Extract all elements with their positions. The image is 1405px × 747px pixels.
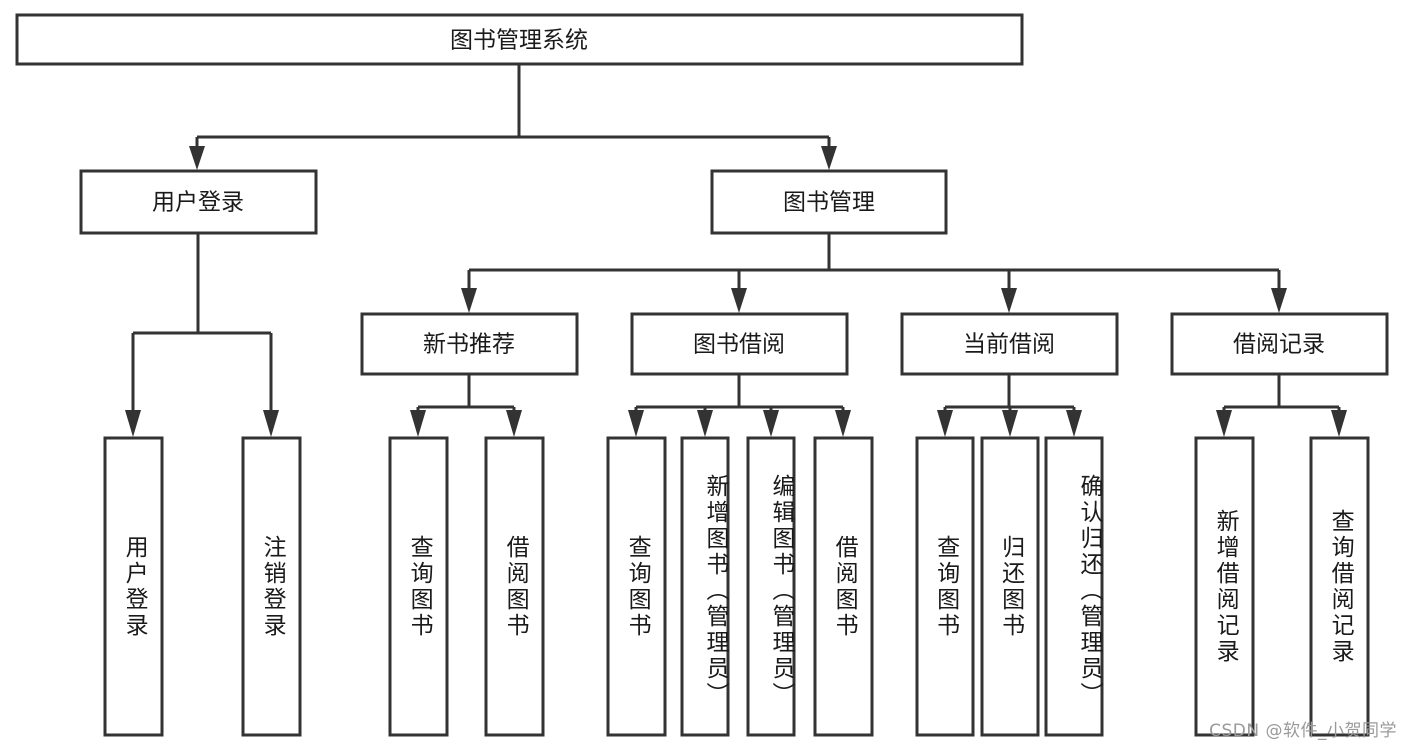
arrow-nbr-1	[506, 410, 522, 437]
arrow-l3-0	[461, 288, 477, 313]
arrow-l3-2	[1001, 288, 1017, 313]
arrow-bb-1	[697, 410, 713, 437]
leaf-box-bb-3[interactable]	[813, 436, 874, 737]
new-book-recommend-box	[360, 312, 579, 376]
current-borrow-label: 当前借阅	[963, 332, 1055, 358]
leaf-box-cb-0[interactable]	[915, 436, 975, 737]
node-new-book-recommend[interactable]: 新书推荐	[360, 312, 579, 376]
leaf-box-cb-1[interactable]	[980, 436, 1040, 737]
root-box	[15, 13, 1024, 66]
user-login-label: 用户登录	[152, 190, 244, 216]
leaf-box-bb-0[interactable]	[606, 436, 667, 737]
node-borrow-record[interactable]: 借阅记录	[1170, 312, 1389, 376]
leaf-box-br-0[interactable]	[1194, 436, 1255, 737]
arrow-l3-1	[731, 288, 747, 313]
arrow-l3-3	[1271, 288, 1287, 313]
leaf-box-bb-2[interactable]	[746, 436, 796, 737]
arrow-cb-1	[1002, 410, 1018, 437]
leaf-box-br-1[interactable]	[1309, 436, 1370, 737]
node-book-borrow[interactable]: 图书借阅	[630, 312, 849, 376]
root-label: 图书管理系统	[450, 28, 588, 54]
new-book-recommend-label: 新书推荐	[423, 332, 515, 358]
node-book-management[interactable]: 图书管理	[710, 169, 948, 235]
arrow-nbr-0	[410, 410, 426, 437]
node-user-login[interactable]: 用户登录	[79, 169, 318, 235]
leaf-box-cb-2[interactable]	[1044, 436, 1104, 737]
arrow-ul-1	[263, 410, 279, 437]
borrow-record-box	[1170, 312, 1389, 376]
arrow-ul-0	[125, 410, 141, 437]
book-management-label: 图书管理	[783, 190, 875, 216]
csdn-watermark: CSDN @软件_小贺同学	[1209, 721, 1397, 741]
arrow-bb-2	[763, 410, 779, 437]
arrow-cb-0	[937, 410, 953, 437]
current-borrow-box	[900, 312, 1119, 376]
leaf-box-bb-1[interactable]	[680, 436, 730, 737]
arrow-cb-2	[1066, 410, 1082, 437]
book-borrow-label: 图书借阅	[693, 332, 785, 358]
arrow-bb-0	[628, 410, 644, 437]
arrow-user-login	[189, 146, 205, 170]
node-root[interactable]: 图书管理系统	[15, 13, 1024, 66]
leaf-box-user-login-0[interactable]	[103, 436, 164, 737]
borrow-record-label: 借阅记录	[1233, 332, 1325, 358]
leaf-box-nbr-1[interactable]	[484, 436, 545, 737]
node-current-borrow[interactable]: 当前借阅	[900, 312, 1119, 376]
arrow-br-1	[1331, 410, 1347, 437]
book-management-box	[710, 169, 948, 235]
arrow-book-mgmt	[821, 146, 837, 170]
leaf-box-nbr-0[interactable]	[388, 436, 449, 737]
book-borrow-box	[630, 312, 849, 376]
arrow-bb-3	[835, 410, 851, 437]
arrow-br-0	[1216, 410, 1232, 437]
leaf-box-user-login-1[interactable]	[241, 436, 302, 737]
